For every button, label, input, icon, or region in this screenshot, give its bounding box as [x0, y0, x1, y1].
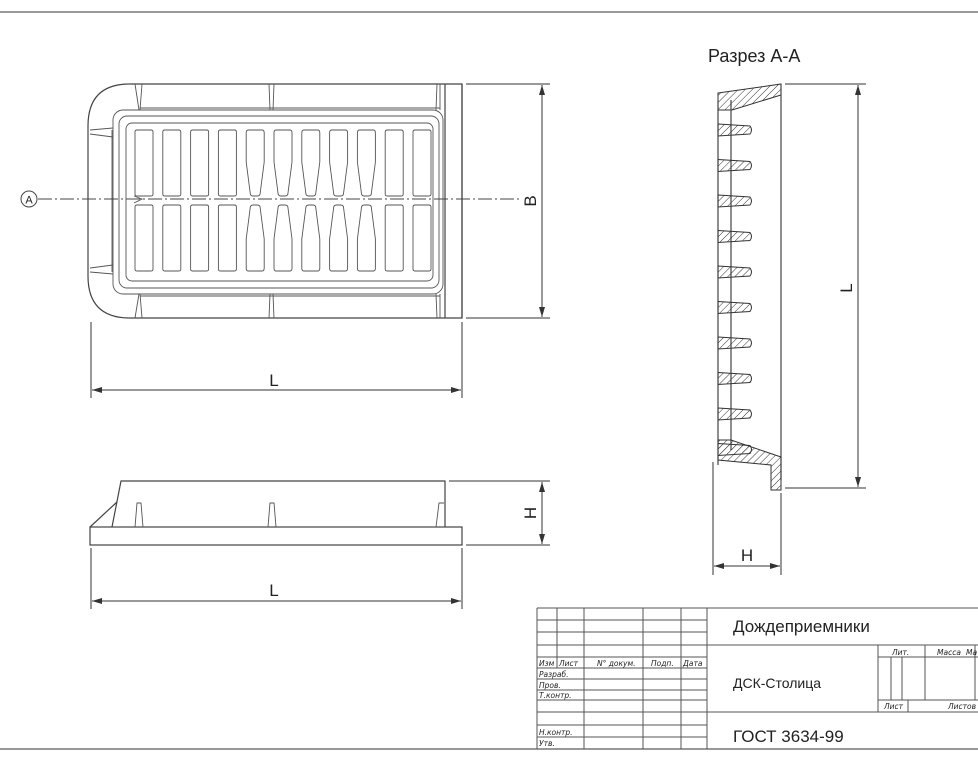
grate-slot [384, 129, 404, 197]
section-fin [717, 336, 752, 350]
col-sign: Подп. [651, 659, 674, 668]
grate-slot [273, 204, 293, 272]
section-title: Разрез А-А [708, 46, 800, 66]
dimension-l-label: L [269, 371, 278, 390]
section-fin [717, 300, 752, 315]
section-fin [717, 265, 752, 279]
section-view [717, 83, 782, 491]
organization: ДСК-Столица [733, 675, 821, 691]
dimension-h-label: H [521, 507, 540, 519]
col-date: Дата [682, 659, 703, 668]
grate-slot [384, 204, 404, 272]
grate-slot [412, 204, 432, 272]
section-fin [717, 158, 752, 173]
section-fin [717, 407, 752, 421]
grate-slot [134, 129, 154, 197]
grate-slot [273, 129, 293, 197]
hdr-sheet: Лист [883, 702, 904, 711]
grate-slot [301, 129, 321, 197]
hdr-mass: Масса [937, 648, 961, 657]
grate-slot [217, 129, 237, 197]
dimension-l-side: L [90, 548, 463, 609]
hdr-scale: Ма [966, 648, 977, 657]
col-doc: N° докум. [597, 659, 636, 668]
dimension-l-side-label: L [269, 581, 278, 600]
row-prov: Пров. [539, 681, 561, 690]
grate-slot [412, 129, 432, 197]
hdr-lit: Лит. [891, 648, 909, 657]
side-view [89, 480, 463, 546]
hdr-sheets: Листов [947, 702, 976, 711]
dimension-h-section: H [712, 462, 782, 575]
section-marker-label: А [25, 195, 33, 207]
plan-view [87, 83, 463, 319]
section-fin [717, 371, 752, 386]
grate-slot [329, 129, 349, 197]
col-list: Лист [558, 659, 579, 668]
section-fin [717, 123, 752, 137]
grate-slot [190, 204, 210, 272]
grate-slot [245, 204, 265, 272]
grate-slot [190, 129, 210, 197]
grate-slot [162, 204, 182, 272]
grate-slot [301, 204, 321, 272]
row-tkontr: Т.контр. [539, 691, 572, 700]
row-nkontr: Н.контр. [539, 728, 573, 737]
standard: ГОСТ 3634-99 [733, 727, 844, 746]
row-utv: Утв. [539, 739, 555, 748]
section-marker [20, 190, 38, 208]
product-name: Дождеприемники [733, 617, 870, 636]
row-razrab: Разраб. [539, 670, 568, 679]
grate-slot [245, 129, 265, 197]
grate-slot [329, 204, 349, 272]
grate-slot [162, 129, 182, 197]
dimension-l-section: L [785, 83, 866, 489]
grate-slot [134, 204, 154, 272]
grate-slot [356, 204, 376, 272]
grate-slot [356, 129, 376, 197]
grate-slot [217, 204, 237, 272]
dimension-h-section-label: H [741, 546, 753, 565]
dimension-l-section-label: L [837, 283, 856, 292]
dimension-b-label: B [521, 195, 540, 206]
dimension-l-plan: L [90, 322, 463, 398]
section-fin [717, 229, 752, 244]
col-izm: Изм [539, 659, 555, 668]
section-fin [717, 194, 752, 208]
dimension-h-side: H [449, 480, 550, 546]
dimension-b: B [466, 83, 550, 319]
title-block [536, 607, 978, 749]
